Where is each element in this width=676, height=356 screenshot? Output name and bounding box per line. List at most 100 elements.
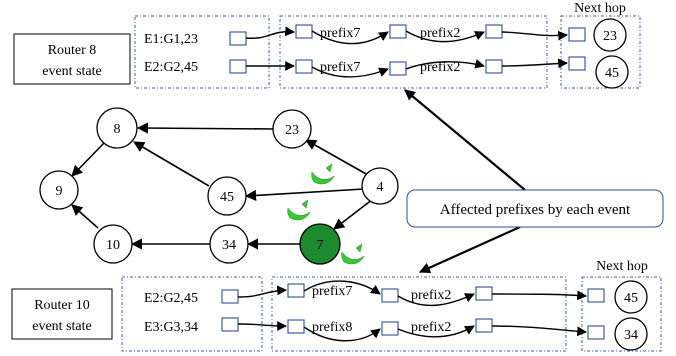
router8-prefix-label: prefix7 [320,26,360,41]
router8-nexthop-pointer [568,56,586,71]
graph-node-8 [96,107,138,149]
router10-prefix-node [475,318,493,333]
router10-prefix-node [287,319,305,334]
router8-panel: Router 8 event state Next hop E1:G1,23 E… [13,1,641,89]
router10-link [303,326,381,342]
router10-event-label: E3:G3,34 [144,320,198,335]
router10-event-label: E2:G2,45 [144,291,198,306]
graph-edge-4-7 [333,198,374,230]
router8-nexthop-label: Next hop [574,1,626,16]
graph-node-10 [93,224,133,264]
router10-link [397,293,475,307]
graph-edge-45-8 [133,141,210,187]
graph-node-34 [209,224,249,264]
router10-nexthop-pointer [587,325,605,340]
graph-edge-4-45 [244,188,365,201]
router10-nexthop-circle [614,317,648,351]
router8-nexthop-value: 23 [603,29,617,44]
router8-nexthop-value: 45 [605,66,619,81]
router10-title-line2: event state [32,319,91,334]
router10-link [237,285,287,298]
affected-prefixes-callout: Affected prefixes by each event [404,89,664,274]
router8-event-label: E1:G1,23 [144,32,198,47]
router8-event-pointer [229,31,247,46]
router8-prefix-node [389,61,407,76]
router10-nexthop-pointer [587,288,605,303]
router10-nexthop-group [581,276,662,352]
callout-text: Affected prefixes by each event [440,202,631,218]
router10-prefix-label: prefix2 [411,288,451,303]
router10-event-pointer [221,289,239,304]
router10-link [491,290,587,301]
router10-link [237,321,287,331]
router8-nexthop-circle [595,55,629,89]
router10-nexthop-value: 45 [624,291,638,306]
router8-prefix-node [389,24,407,39]
router10-nexthop-label: Next hop [596,259,648,274]
graph-node-4 [361,167,399,205]
graph-node-label: 4 [377,180,384,195]
graph-node-label: 23 [285,123,299,138]
router8-link [405,59,485,70]
graph-node-45 [207,176,247,216]
graph-node-9 [39,170,79,210]
router8-nexthop-group [560,15,641,89]
router10-prefix-node [381,321,399,336]
router10-prefix-group [271,276,567,352]
event-swirl-icon [311,163,335,185]
router10-nexthop-value: 34 [624,328,638,343]
router8-prefix-node [485,59,503,74]
router10-prefix-label: prefix7 [312,284,352,299]
router8-prefix-label: prefix2 [420,26,460,41]
router8-link [311,66,389,78]
graph-edge-8-9 [71,141,106,177]
event-swirl-icon [341,243,365,265]
router8-link [405,30,485,43]
router8-title-line2: event state [42,64,101,79]
router8-events-group [134,15,270,89]
router8-event-pointer [229,59,247,74]
graph-node-7-highlighted [299,223,341,265]
graph-node-label: 10 [106,238,120,253]
graph-edge-4-23 [305,139,369,176]
router8-link [311,30,389,45]
graph-node-label: 34 [222,238,236,253]
network-graph: 8 23 9 45 4 10 34 7 [39,107,399,265]
callout-arrow-up [404,89,526,191]
router8-title-line1: Router 8 [48,43,97,58]
callout-box [406,189,664,228]
graph-node-label: 8 [114,122,121,137]
router10-link [303,280,381,295]
router8-prefix-node [295,59,313,74]
router8-nexthop-circle [593,18,627,52]
router10-prefix-label: prefix8 [312,320,352,335]
router10-prefix-node [475,286,493,301]
router10-nexthop-circle [614,280,648,314]
router8-link [501,58,568,69]
router10-events-group [121,276,263,352]
router10-title-line1: Router 10 [34,298,90,313]
router8-event-label: E2:G2,45 [144,60,198,75]
event-swirl-icon [287,199,311,221]
graph-node-label: 7 [317,238,324,253]
router10-prefix-label: prefix2 [411,320,451,335]
router10-link [491,325,587,337]
router8-link [245,26,295,39]
graph-node-label: 9 [56,184,63,199]
router10-event-pointer [221,317,239,332]
graph-node-23 [272,109,312,149]
router10-panel: Router 10 event state Next hop E2:G2,45 … [11,259,662,352]
router8-title-box [13,33,131,85]
router8-prefix-group [279,15,548,89]
callout-arrow-down [418,225,521,274]
graph-edge-10-9 [71,204,99,229]
router8-nexthop-pointer [568,27,586,42]
router10-prefix-node [287,283,305,298]
router10-link [397,325,475,338]
router8-link [501,30,568,41]
router8-prefix-node [295,24,313,39]
router10-prefix-node [381,288,399,303]
graph-edge-23-8 [136,122,274,134]
router10-title-box [11,288,113,340]
